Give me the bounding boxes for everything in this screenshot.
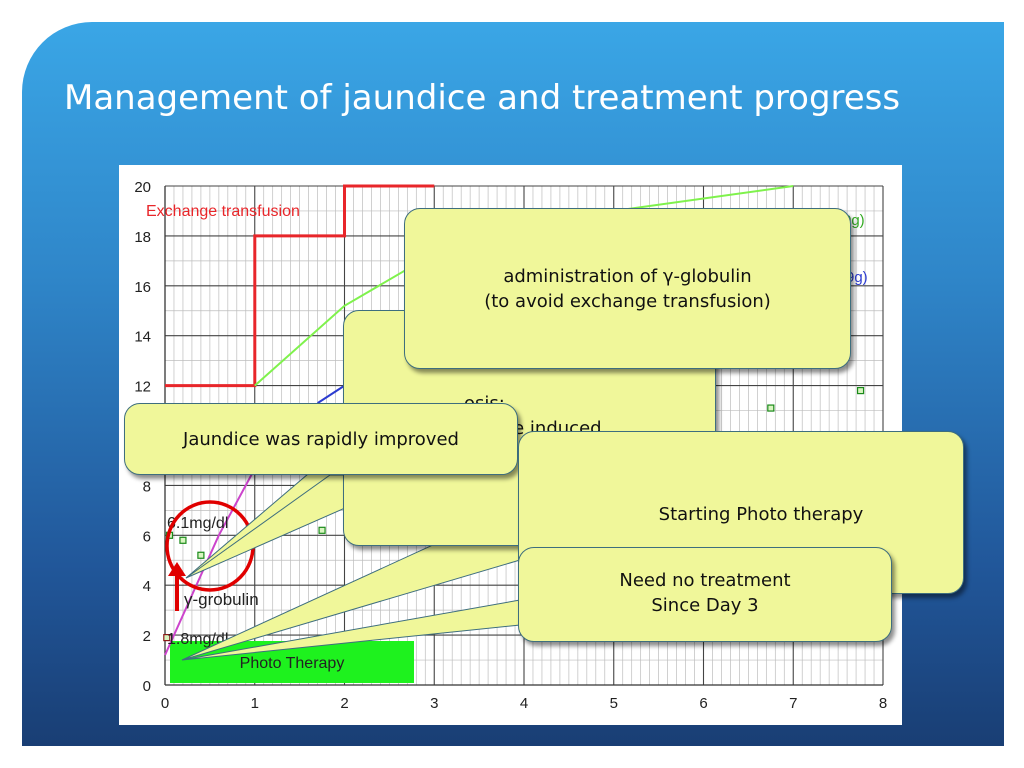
marker-layer — [163, 386, 865, 642]
data-point — [179, 536, 187, 544]
callout-improved-line-1: Jaundice was rapidly improved — [183, 429, 459, 450]
y-tick-label: 6 — [143, 528, 151, 545]
x-tick-label: 3 — [430, 695, 438, 712]
slide-title: Management of jaundice and treatment pro… — [64, 78, 901, 118]
y-tick-label: 12 — [134, 379, 151, 396]
data-point — [163, 633, 171, 642]
series-line-0 — [165, 184, 435, 388]
callout-photo-line-1: Starting Photo therapy — [658, 504, 864, 525]
data-point — [197, 551, 205, 559]
callout-globulin: administration of γ-globulin (to avoid e… — [404, 208, 851, 369]
y-tick-label: 16 — [134, 279, 151, 296]
x-tick-label: 1 — [251, 695, 259, 712]
exchange-transfusion-label: Exchange transfusion — [146, 203, 300, 220]
y-tick-label: 4 — [143, 578, 151, 595]
up-arrow-head — [168, 562, 186, 576]
y-tick-label: 20 — [134, 179, 151, 196]
value-label-6-1: 6.1mg/dl — [167, 515, 228, 532]
x-tick-label: 0 — [161, 695, 169, 712]
y-tick-label: 8 — [143, 478, 151, 495]
callout-notreat-line-2: Since Day 3 — [651, 595, 759, 616]
callout-notreat-line-1: Need no treatment — [619, 570, 791, 591]
callout-improved: Jaundice was rapidly improved — [124, 403, 518, 475]
x-tick-label: 5 — [610, 695, 618, 712]
callout-no-treatment: Need no treatment Since Day 3 — [518, 547, 892, 642]
callout-globulin-line-2: (to avoid exchange transfusion) — [484, 291, 771, 312]
blue-legend-fragment: 9g) — [846, 269, 868, 286]
series-line-2 — [317, 384, 346, 404]
data-point — [856, 386, 865, 395]
x-tick-label: 7 — [789, 695, 797, 712]
data-point — [767, 404, 775, 412]
x-tick-label: 4 — [520, 695, 528, 712]
phototherapy-label: Photo Therapy — [240, 655, 345, 672]
y-tick-label: 14 — [134, 329, 151, 346]
callout-globulin-line-1: administration of γ-globulin — [503, 266, 752, 287]
x-tick-labels: 0 1 2 3 4 5 6 7 8 — [161, 695, 887, 712]
y-tick-label: 0 — [143, 678, 151, 695]
y-tick-label: 18 — [134, 229, 151, 246]
data-point — [318, 526, 326, 534]
x-tick-label: 6 — [699, 695, 707, 712]
x-tick-label: 8 — [879, 695, 887, 712]
globulin-label: γ-grobulin — [184, 590, 259, 609]
value-label-1-8: 1.8mg/dl — [167, 631, 228, 648]
x-tick-label: 2 — [340, 695, 348, 712]
y-tick-label: 2 — [143, 628, 151, 645]
